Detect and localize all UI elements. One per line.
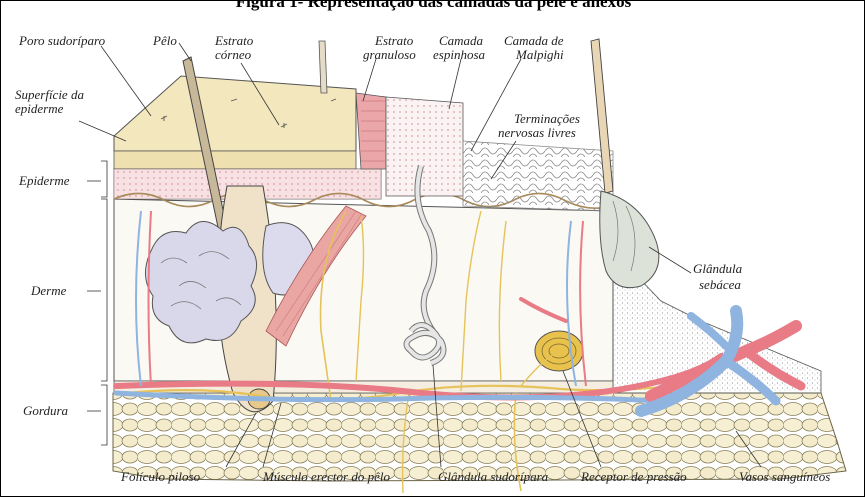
label-camada-espinhosa-2: espinhosa: [433, 47, 486, 62]
label-estrato-granuloso-2: granuloso: [363, 47, 416, 62]
fat-layer: [113, 393, 846, 481]
label-receptor-pressao: Receptor de pressão: [580, 469, 687, 484]
label-glandula-sebacea-1: Glândula: [693, 261, 743, 276]
label-pelo: Pêlo: [152, 33, 177, 48]
label-epiderme: Epiderme: [18, 173, 70, 188]
label-terminacoes-2: nervosas livres: [498, 125, 576, 140]
sebaceous-gland-right: [600, 191, 659, 288]
label-camada-malpighi-2: Malpighi: [515, 47, 564, 62]
label-vasos-sanguineos: Vasos sanguíneos: [739, 469, 830, 484]
label-poro-sudoriparo: Poro sudoríparo: [18, 33, 106, 48]
label-derme: Derme: [30, 283, 67, 298]
label-glandula-sudoripara: Glândula sudorípara: [438, 469, 549, 484]
label-superficie-1: Superfície da: [15, 87, 84, 102]
label-camada-espinhosa-1: Camada: [439, 33, 484, 48]
label-estrato-corneo-2: córneo: [215, 47, 252, 62]
label-gordura: Gordura: [23, 403, 69, 418]
label-foliculo-piloso: Folículo piloso: [120, 469, 201, 484]
label-superficie-2: epiderme: [15, 101, 64, 116]
label-estrato-granuloso-1: Estrato: [374, 33, 414, 48]
label-camada-malpighi-1: Camada de: [504, 33, 564, 48]
label-glandula-sebacea-2: sebácea: [699, 277, 741, 292]
epidermis-layer: [114, 76, 613, 211]
label-estrato-corneo-1: Estrato: [214, 33, 254, 48]
layer-brackets: [87, 161, 107, 445]
label-musculo-erector: Músculo erector do pêlo: [262, 469, 390, 484]
label-terminacoes-1: Terminações: [514, 111, 580, 126]
